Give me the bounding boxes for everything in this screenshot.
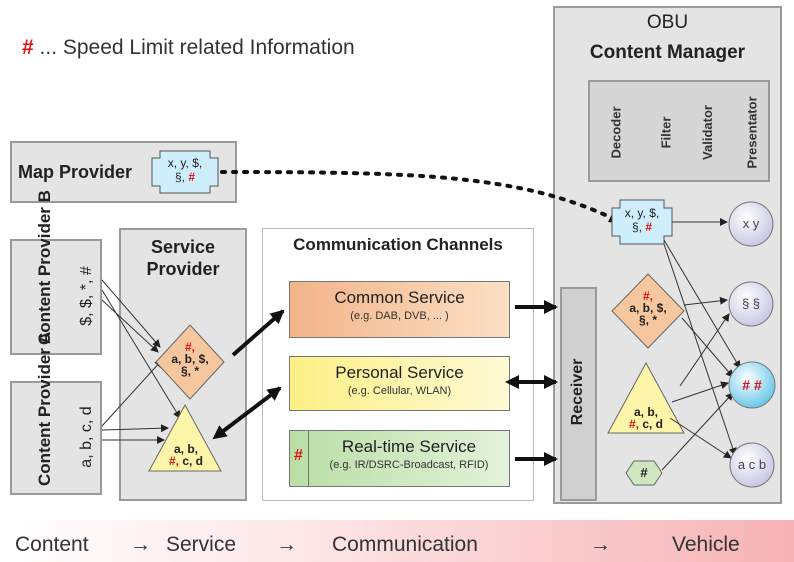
arrow-cpa-diamond (101, 359, 163, 427)
sp-triangle-line2: #, c, d (158, 455, 214, 467)
flow-arrow-1: → (130, 533, 151, 556)
map-cross-shape (151, 150, 219, 194)
obu-triangle-text: a, b, #, c, d (618, 406, 674, 430)
flow-vehicle: Vehicle (672, 533, 740, 556)
provider-arrows (101, 279, 181, 444)
personal-service-title: Personal Service (335, 363, 464, 382)
output-circle-abcd (729, 442, 775, 488)
obu-hexagon-shape (625, 460, 663, 486)
common-service-subtitle: (e.g. DAB, DVB, ... ) (350, 310, 449, 322)
personal-service-box: Personal Service (e.g. Cellular, WLAN) (289, 356, 510, 411)
map-provider-label: Map Provider (18, 162, 133, 182)
obu-cross-hash: # (645, 220, 653, 234)
flow-arrow-2: → (276, 533, 297, 556)
obu-hexagon-hash: # (640, 465, 648, 480)
content-provider-a-box (10, 381, 102, 495)
obu-title: OBU (646, 12, 689, 33)
sp-triangle-hash: #, (168, 454, 179, 468)
service-provider-label: Service Provider (146, 237, 220, 279)
output-section-label: § § (741, 296, 761, 311)
channels-title: Communication Channels (293, 235, 503, 254)
realtime-service-box: # Real-time Service (e.g. IR/DSRC-Broadc… (289, 430, 510, 487)
common-service-box: Common Service (e.g. DAB, DVB, ... ) (289, 281, 510, 338)
arrow-cpb-triangle (101, 289, 181, 419)
flow-bar (0, 520, 794, 562)
obu-cross-line1: x, y, $, (624, 206, 660, 220)
output-hash-label: # # (742, 377, 762, 393)
obu-subtitle: Content Manager (589, 42, 746, 63)
sp-diamond-hash: #, (184, 340, 195, 354)
flow-service: Service (166, 533, 237, 556)
obu-diamond-text: #, a, b, $, §, * (618, 290, 678, 326)
sp-diamond-shape (155, 324, 225, 400)
map-cross-hash: # (188, 170, 196, 184)
map-dotted-arrow (220, 170, 614, 220)
map-cross-line1: x, y, $, (167, 156, 203, 170)
output-circle-xy (728, 201, 774, 247)
sp-triangle-line1: a, b, (173, 442, 198, 456)
map-cross-text: x, y, $, §, # (155, 157, 215, 183)
obu-triangle-line2: #, c, d (618, 418, 674, 430)
obu-triangle-shape (607, 361, 685, 434)
sp-triangle-shape (148, 403, 222, 472)
legend-symbol: # (22, 36, 34, 59)
realtime-service-title: Real-time Service (341, 437, 477, 456)
realtime-text: Real-time Service (e.g. IR/DSRC-Broadcas… (309, 431, 509, 471)
output-abcd-label: a c b (737, 457, 767, 472)
obu-diamond-line3: §, * (638, 313, 657, 327)
arrow-sp-common (231, 309, 285, 357)
map-cross-line2: §, # (155, 171, 215, 183)
obu-cross-section: §, (631, 220, 642, 234)
arrow-cpb-diamond-2 (101, 299, 159, 353)
arrow-sp-personal (212, 386, 282, 440)
obu-output-arrows (661, 218, 741, 471)
arrow-cpa-triangle-2 (101, 424, 169, 433)
obu-diamond-line2: a, b, $, (629, 301, 667, 315)
map-cross-section: §, (174, 170, 185, 184)
output-xy-label: x y (742, 216, 760, 231)
output-circle-hash (728, 361, 776, 409)
realtime-service-subtitle: (e.g. IR/DSRC-Broadcast, RFID) (329, 459, 489, 471)
realtime-divider (308, 431, 309, 486)
flow-content: Content (15, 533, 89, 556)
diagram-graphics (101, 150, 776, 488)
realtime-hash: # (294, 447, 303, 464)
obu-diamond-shape (611, 273, 685, 349)
obu-diamond-hash: #, (642, 289, 653, 303)
content-provider-b-box (10, 239, 102, 355)
sp-triangle-cd: c, d (182, 454, 204, 468)
obu-triangle-line1: a, b, (633, 405, 658, 419)
arrow-cpb-diamond (101, 279, 161, 348)
receiver-box (560, 287, 597, 501)
obu-triangle-hash: #, (628, 417, 639, 431)
legend-text: ... Speed Limit related Information (39, 36, 355, 59)
obu-triangle-cd: c, d (642, 417, 664, 431)
sp-diamond-text: #, a, b, $, §, * (160, 341, 220, 377)
flow-communication: Communication (332, 533, 478, 556)
sp-triangle-text: a, b, #, c, d (158, 443, 214, 467)
flow-arrow-3: → (590, 533, 611, 556)
obu-cross-line2: §, # (612, 221, 672, 233)
obu-cross-text: x, y, $, §, # (612, 207, 672, 233)
common-service-title: Common Service (334, 288, 465, 307)
output-circle-section (728, 281, 774, 327)
sp-diamond-line3: §, * (180, 364, 199, 378)
legend: # ... Speed Limit related Information (22, 36, 355, 60)
personal-service-subtitle: (e.g. Cellular, WLAN) (347, 385, 452, 397)
sp-diamond-line2: a, b, $, (171, 352, 209, 366)
content-manager-modules (588, 80, 770, 182)
